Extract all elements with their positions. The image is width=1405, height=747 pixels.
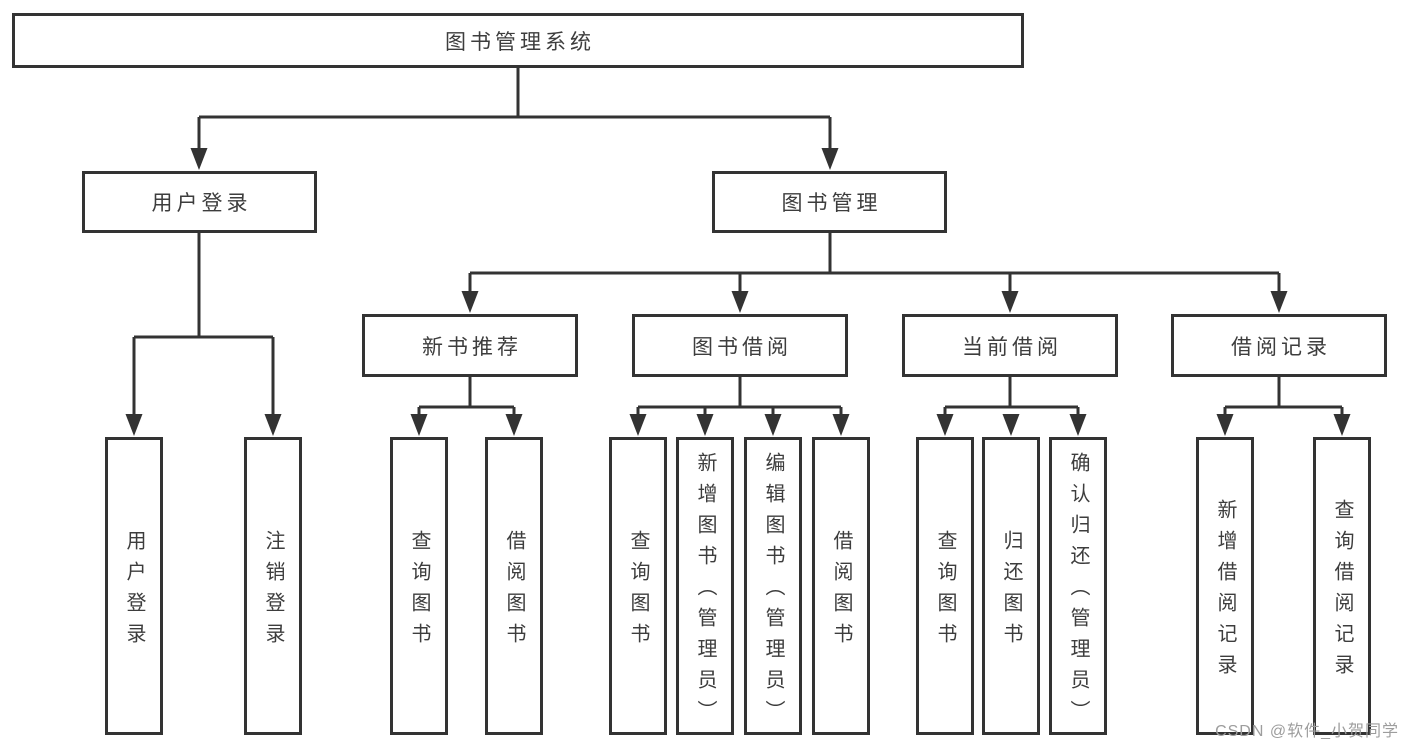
leaf-add-borrow-record: 新增借阅记录 — [1196, 437, 1254, 735]
leaf-borrow-book-recommend-label: 借阅图书 — [503, 529, 525, 654]
node-borrow-record: 借阅记录 — [1171, 314, 1387, 377]
node-user-login: 用户登录 — [82, 171, 317, 233]
leaf-add-book-admin-label: 新增图书（管理员） — [694, 452, 716, 731]
leaf-query-book-borrow: 查询图书 — [609, 437, 667, 735]
node-new-book-recommend-label: 新书推荐 — [422, 335, 522, 359]
leaf-borrow-book: 借阅图书 — [812, 437, 870, 735]
leaf-edit-book-admin-label: 编辑图书（管理员） — [762, 452, 784, 731]
node-current-borrow-label: 当前借阅 — [962, 335, 1062, 359]
leaf-logout-label: 注销登录 — [262, 529, 284, 654]
node-book-management-label: 图书管理 — [781, 192, 882, 215]
leaf-confirm-return-admin-label: 确认归还（管理员） — [1067, 452, 1089, 731]
leaf-borrow-book-recommend: 借阅图书 — [485, 437, 543, 735]
leaf-edit-book-admin: 编辑图书（管理员） — [744, 437, 802, 735]
node-borrow-record-label: 借阅记录 — [1231, 335, 1331, 359]
node-new-book-recommend: 新书推荐 — [362, 314, 578, 377]
node-root: 图书管理系统 — [12, 13, 1024, 68]
node-user-login-label: 用户登录 — [151, 192, 252, 215]
leaf-user-login-label: 用户登录 — [123, 529, 145, 654]
leaf-query-borrow-record: 查询借阅记录 — [1313, 437, 1371, 735]
leaf-borrow-book-label: 借阅图书 — [830, 529, 852, 654]
leaf-query-borrow-record-label: 查询借阅记录 — [1331, 498, 1353, 685]
leaf-query-book-current-label: 查询图书 — [934, 529, 956, 654]
leaf-add-book-admin: 新增图书（管理员） — [676, 437, 734, 735]
csdn-watermark: CSDN @软件_小贺同学 — [1215, 723, 1399, 740]
leaf-confirm-return-admin: 确认归还（管理员） — [1049, 437, 1107, 735]
node-book-management: 图书管理 — [712, 171, 947, 233]
node-root-label: 图书管理系统 — [445, 30, 595, 54]
node-current-borrow: 当前借阅 — [902, 314, 1118, 377]
node-book-borrow-label: 图书借阅 — [692, 335, 792, 359]
leaf-query-book-borrow-label: 查询图书 — [627, 529, 649, 654]
leaf-return-book: 归还图书 — [982, 437, 1040, 735]
node-book-borrow: 图书借阅 — [632, 314, 848, 377]
leaf-query-book-current: 查询图书 — [916, 437, 974, 735]
leaf-query-book-recommend-label: 查询图书 — [408, 529, 430, 654]
leaf-return-book-label: 归还图书 — [1000, 529, 1022, 654]
leaf-query-book-recommend: 查询图书 — [390, 437, 448, 735]
leaf-add-borrow-record-label: 新增借阅记录 — [1214, 498, 1236, 685]
leaf-user-login: 用户登录 — [105, 437, 163, 735]
leaf-logout: 注销登录 — [244, 437, 302, 735]
